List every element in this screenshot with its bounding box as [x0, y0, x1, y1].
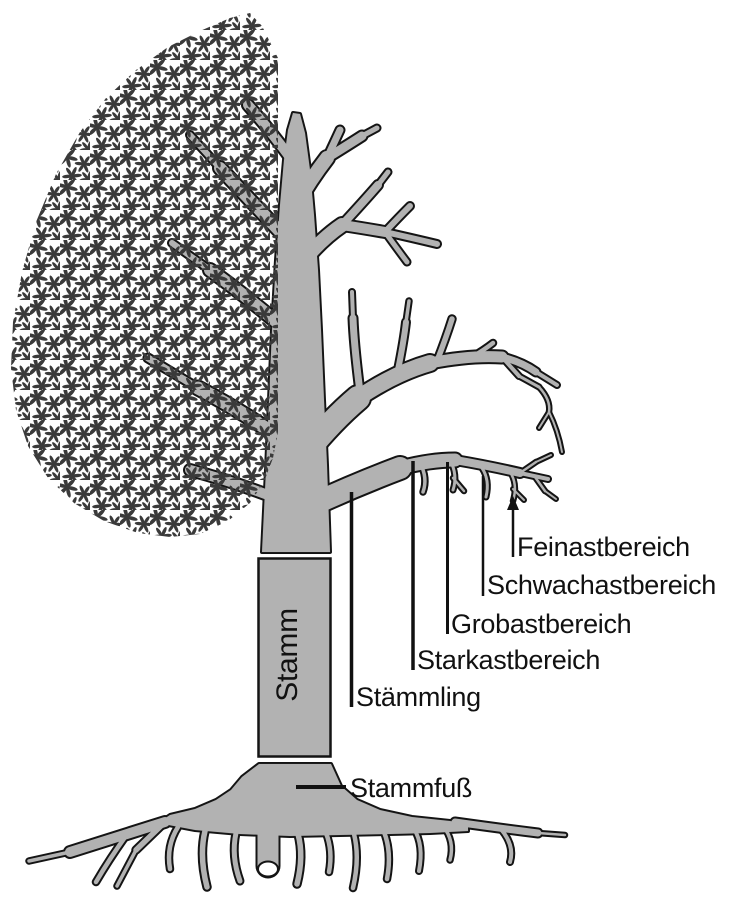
branch — [518, 471, 550, 481]
root-cut-end — [257, 860, 279, 878]
branch — [512, 488, 525, 501]
root — [381, 829, 392, 882]
stamm-section — [257, 557, 332, 758]
branch — [395, 319, 409, 373]
root — [27, 850, 72, 863]
root — [199, 828, 210, 890]
branch — [338, 181, 382, 229]
label-staemmling: Stämmling — [356, 682, 481, 712]
label-starkastbereich: Starkastbereich — [417, 645, 600, 675]
branch — [535, 454, 552, 463]
label-stamm: Stamm — [271, 608, 304, 702]
branch — [533, 475, 547, 493]
branch — [534, 370, 559, 387]
root — [498, 826, 514, 864]
root — [412, 827, 423, 873]
root — [115, 848, 138, 888]
root-flare — [157, 763, 469, 837]
tree-structure — [27, 100, 567, 891]
branch — [301, 457, 411, 516]
branch — [322, 131, 367, 163]
root — [93, 830, 131, 885]
root — [536, 831, 567, 837]
branch — [404, 299, 411, 324]
branch — [538, 411, 550, 429]
root — [65, 817, 170, 857]
root — [133, 819, 168, 853]
branch — [382, 229, 440, 247]
root — [166, 824, 181, 872]
branch — [350, 355, 438, 406]
root — [231, 830, 243, 884]
branch — [469, 340, 496, 360]
branch — [350, 290, 355, 320]
root — [350, 831, 359, 891]
branch — [544, 490, 557, 500]
branch — [434, 316, 455, 364]
branch — [480, 466, 489, 499]
branch — [382, 229, 410, 265]
branch — [289, 151, 334, 212]
branch — [500, 355, 521, 378]
branch — [451, 456, 524, 477]
branch — [448, 458, 457, 492]
label-schwachastbereich: Schwachastbereich — [487, 570, 716, 600]
label-stammfuss: Stammfuß — [350, 773, 472, 803]
labels: Stamm Feinastbereich Schwachastbereich G… — [271, 532, 716, 803]
feinastbereich-arrowhead — [507, 496, 519, 510]
branch — [451, 476, 466, 493]
crown-foliage — [11, 13, 278, 537]
root — [323, 830, 333, 875]
pointer-lines — [296, 461, 519, 789]
label-feinastbereich: Feinastbereich — [517, 532, 690, 562]
branch — [548, 411, 563, 453]
branch — [537, 385, 551, 414]
branch — [349, 314, 364, 396]
branch — [359, 125, 380, 139]
branch — [382, 203, 413, 235]
root — [294, 831, 304, 887]
branch — [517, 374, 541, 389]
branch — [337, 220, 390, 237]
root — [441, 824, 454, 862]
branch — [418, 461, 427, 494]
label-grobastbereich: Grobastbereich — [451, 609, 631, 639]
branch — [518, 460, 538, 475]
branch — [375, 169, 391, 188]
